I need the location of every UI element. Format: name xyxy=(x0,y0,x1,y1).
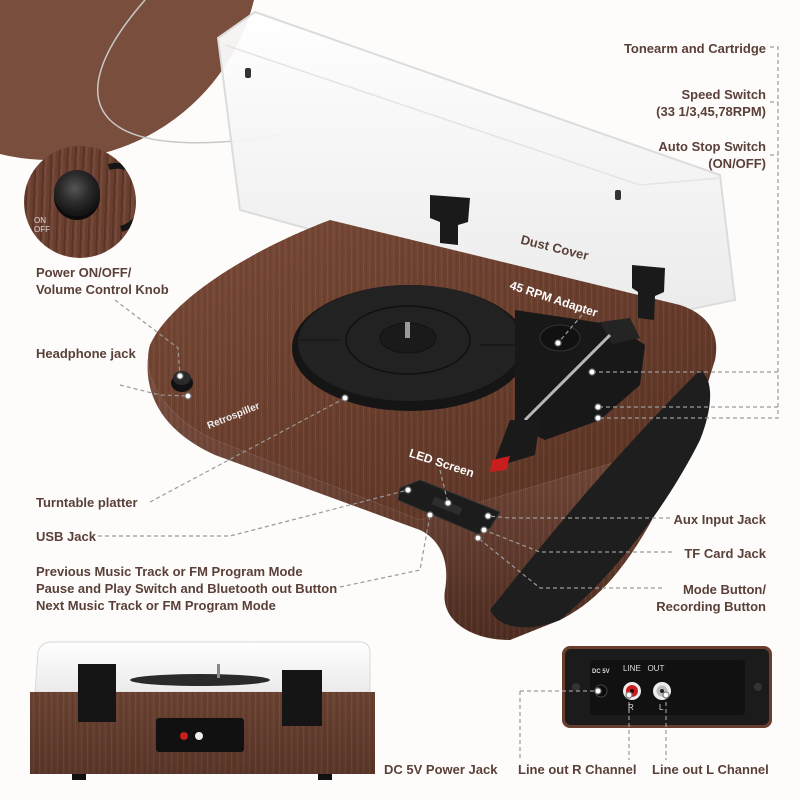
callout-aux-input: Aux Input Jack xyxy=(673,512,766,527)
callout-turntable-platter: Turntable platter xyxy=(36,495,138,510)
callout-line-out-l: Line out L Channel xyxy=(652,762,769,777)
knob-closeup-inset: ON OFF xyxy=(24,146,136,258)
volume-knob-icon xyxy=(54,170,100,216)
callout-auto-stop: Auto Stop Switch (ON/OFF) xyxy=(658,139,766,171)
callout-line-out-r: Line out R Channel xyxy=(518,762,637,777)
dc-5v-marking: DC 5V xyxy=(592,669,610,675)
callout-track-buttons: Previous Music Track or FM Program Mode … xyxy=(36,564,338,613)
r-channel-marking: R xyxy=(628,703,634,712)
callout-speed-switch: Speed Switch (33 1/3,45,78RPM) xyxy=(656,87,766,119)
tonearm-assembly xyxy=(490,310,645,472)
callout-usb-jack: USB Jack xyxy=(36,529,96,544)
power-cable xyxy=(96,0,281,144)
callout-mode-button: Mode Button/ Recording Button xyxy=(656,582,766,614)
callout-dc-power: DC 5V Power Jack xyxy=(384,762,498,777)
callout-power-knob: Power ON/OFF/ Volume Control Knob xyxy=(36,265,169,297)
callout-headphone-jack: Headphone jack xyxy=(36,346,136,361)
callout-lines xyxy=(98,46,779,760)
rear-view-product xyxy=(30,641,375,780)
callout-tf-card: TF Card Jack xyxy=(684,546,766,561)
l-channel-marking: L xyxy=(659,703,664,712)
callout-dots xyxy=(176,339,670,699)
on-off-marking: ON OFF xyxy=(34,216,50,234)
turntable-platter-shape xyxy=(292,285,528,411)
speaker-grille xyxy=(490,370,711,628)
rear-panel-closeup xyxy=(562,646,772,728)
hinges xyxy=(430,195,665,320)
callout-tonearm: Tonearm and Cartridge xyxy=(623,41,766,56)
dust-cover xyxy=(216,10,737,322)
line-out-marking: LINE OUT xyxy=(623,664,665,673)
